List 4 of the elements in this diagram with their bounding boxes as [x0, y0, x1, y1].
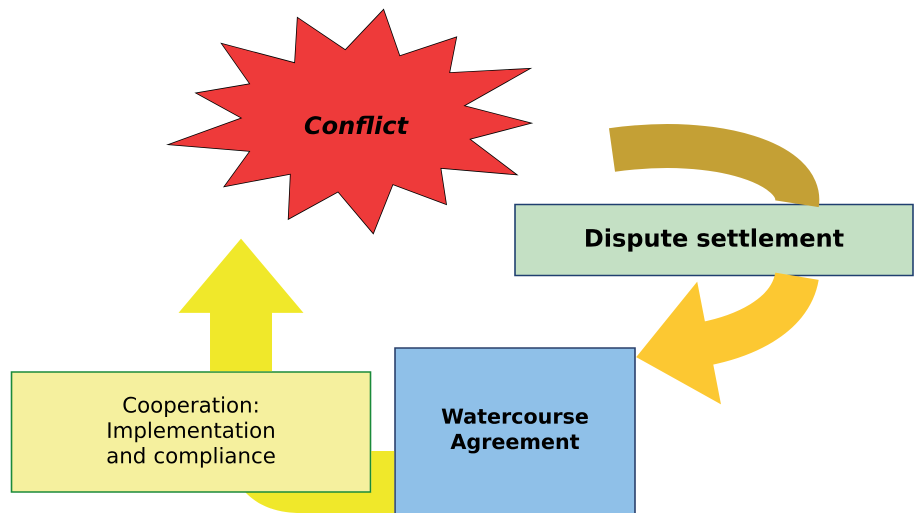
starburst: Conflict [166, 8, 534, 235]
agreement-box: Watercourse Agreement [394, 347, 636, 513]
process-box: Dispute settlement [514, 204, 914, 276]
cooperation-box: Cooperation: Implementation and compliance [10, 371, 372, 493]
